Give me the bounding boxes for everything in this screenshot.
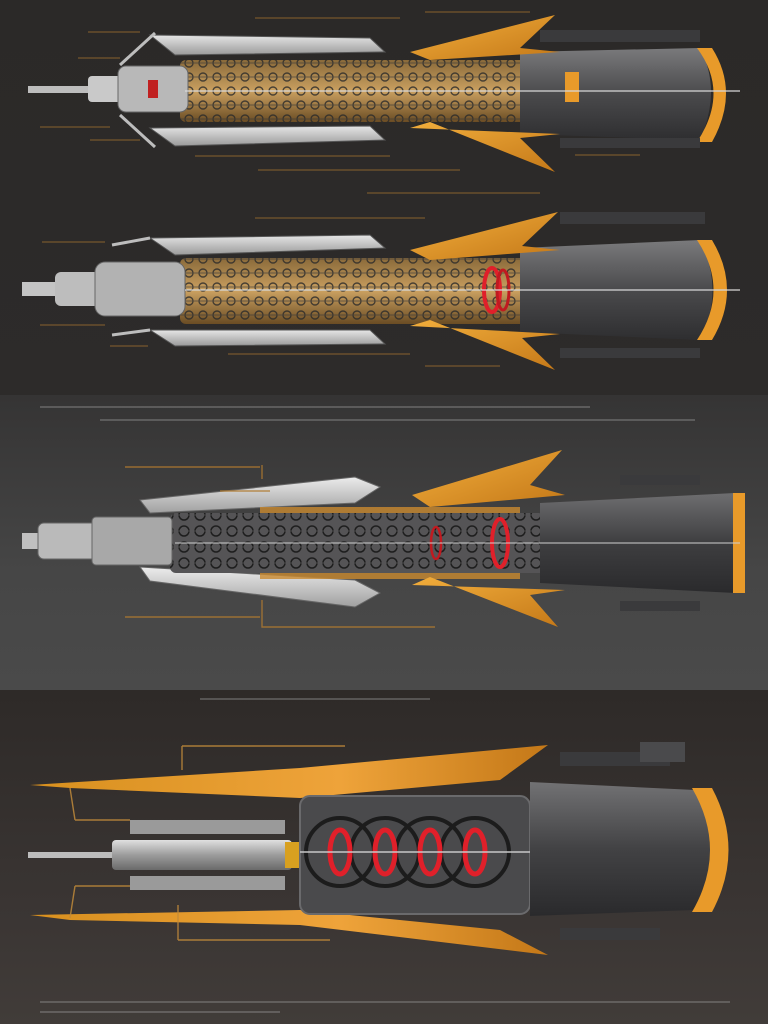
- ship-cutaway-bottom: [28, 742, 729, 955]
- middle-illustration: [22, 406, 745, 628]
- panel-middle-cutaway: [0, 395, 768, 690]
- annotation-brackets-bottom: [69, 745, 345, 941]
- ship-side-view-1: [28, 15, 740, 172]
- annotation-marks: [40, 11, 640, 367]
- panel-top-side-views: [0, 0, 768, 395]
- bottom-illustration: [28, 698, 730, 1013]
- ship-cutaway-middle: [22, 450, 745, 627]
- top-illustration: [22, 11, 740, 370]
- panel-bottom-cutaway: [0, 690, 768, 1024]
- caption-lines-bottom: [40, 698, 730, 1013]
- ship-side-view-2: [22, 212, 740, 370]
- caption-lines: [40, 406, 695, 421]
- annotation-brackets: [125, 465, 435, 628]
